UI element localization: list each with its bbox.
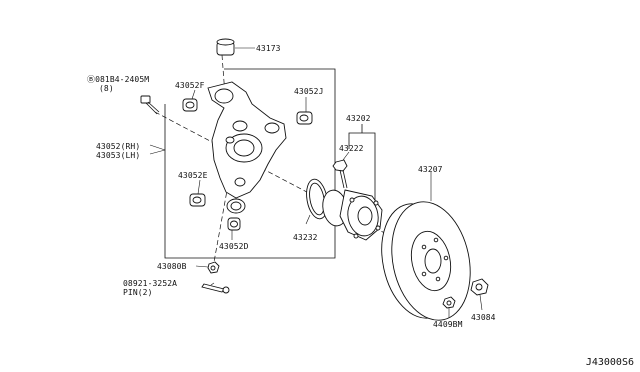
nut-43080b — [207, 261, 220, 274]
leader-43052-rh — [149, 144, 166, 151]
label-081b4-qty: (8) — [99, 84, 114, 93]
bushing-43052d — [227, 217, 241, 231]
bolt-axis-line — [213, 184, 229, 263]
leader-43084 — [479, 294, 483, 311]
cotter-pin-08921 — [201, 283, 230, 294]
knuckle-group-frame — [164, 68, 336, 259]
leader-43052e — [197, 179, 201, 195]
diagram-id: J43000S6 — [585, 357, 634, 368]
leader-43053-lh — [149, 149, 166, 155]
bolt-4409bm — [442, 296, 456, 309]
leader-43232 — [305, 214, 311, 225]
hub-assembly-43202 — [322, 189, 383, 241]
label-43084: 43084 — [471, 313, 496, 322]
leader-43052f — [191, 89, 196, 100]
bushing-43052e — [189, 193, 206, 207]
label-4409bm: 4409BM — [433, 320, 463, 329]
bushing-43052f — [182, 98, 198, 112]
hub-bolt-43222 — [332, 159, 348, 189]
label-43207: 43207 — [418, 165, 443, 174]
label-43052j: 43052J — [294, 87, 324, 96]
leader-43080b — [195, 265, 209, 268]
label-43053-lh: 43053(LH) — [96, 151, 141, 160]
bolt-081b4 — [140, 95, 160, 115]
bushing-43173 — [216, 38, 235, 56]
label-08921: 08921-3252A — [123, 279, 178, 288]
nut-43084 — [470, 278, 489, 296]
label-43052-rh: 43052(RH) — [96, 142, 141, 151]
label-08921-pin: PIN(2) — [123, 288, 153, 297]
leader-08921 — [210, 282, 215, 286]
leader-43222 — [342, 151, 350, 161]
label-43173: 43173 — [256, 44, 281, 53]
knuckle-body — [207, 81, 287, 214]
label-43202: 43202 — [346, 114, 371, 123]
label-43222: 43222 — [339, 144, 364, 153]
label-43052d: 43052D — [219, 242, 249, 251]
label-43052f: 43052F — [175, 81, 205, 90]
bushing-43052j — [296, 111, 313, 125]
label-43232: 43232 — [293, 233, 318, 242]
brake-rotor-43207 — [381, 201, 471, 321]
label-081b4: Ⓑ081B4-2405M — [87, 75, 150, 84]
label-43052e: 43052E — [178, 171, 208, 180]
label-43080b: 43080B — [157, 262, 187, 271]
